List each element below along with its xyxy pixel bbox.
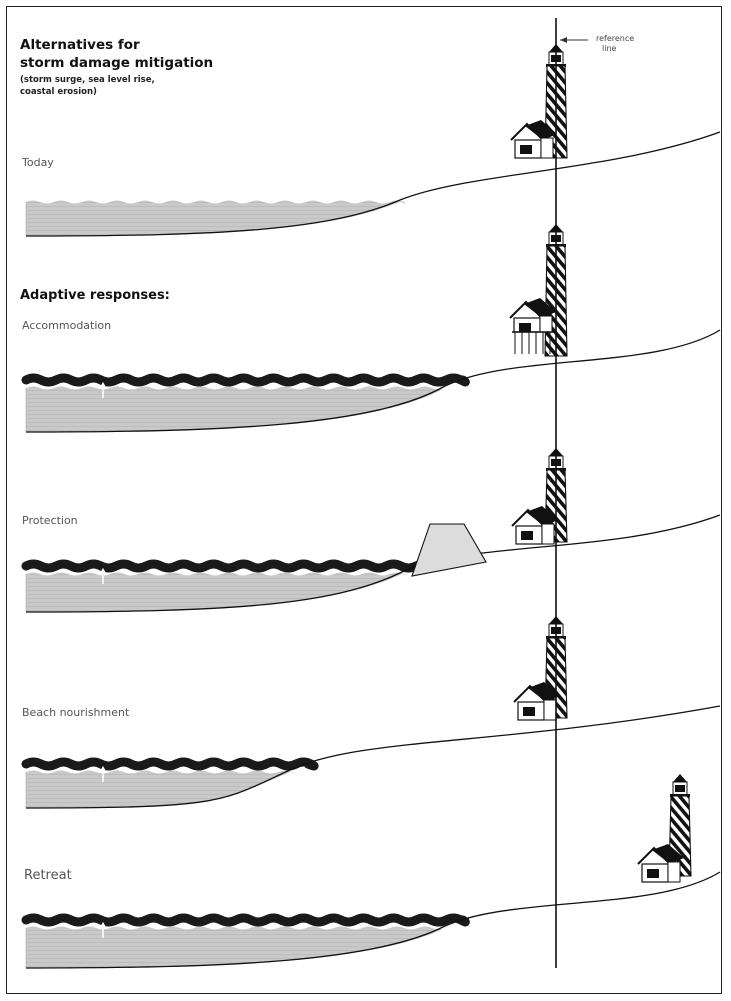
coastline: [25, 514, 721, 613]
coast-panel-4: [21, 774, 721, 969]
panel-label-retreat: Retreat: [24, 868, 72, 883]
adaptive-responses-heading: Adaptive responses:: [20, 288, 170, 303]
panel-label-accommodation: Accommodation: [22, 319, 112, 332]
subtitle-line-2: coastal erosion): [20, 87, 97, 97]
house-window: [520, 145, 532, 154]
sea-rise-arrowhead: [100, 922, 106, 927]
house-window: [519, 323, 531, 332]
house-side-wall: [539, 315, 553, 333]
house-side-wall: [540, 137, 554, 159]
coastline: [25, 131, 721, 237]
sea-water: [26, 770, 296, 808]
house-window: [523, 707, 535, 716]
sea-rise-arrowhead: [100, 568, 106, 573]
coastline: [25, 705, 721, 809]
coastline: [25, 871, 721, 969]
sea-water: [26, 926, 445, 968]
coast-panel-3: [21, 616, 721, 809]
coast-panel-2: [21, 448, 721, 613]
house-window: [521, 531, 533, 540]
title-line-2: storm damage mitigation: [20, 55, 214, 71]
house-side-wall: [541, 523, 555, 545]
reference-label-line-1: reference: [596, 34, 635, 43]
sea-rise-arrowhead: [100, 382, 106, 387]
lighthouse-light: [675, 785, 685, 792]
panel-label-today: Today: [22, 156, 54, 169]
reference-label-line-2: line: [602, 44, 617, 53]
panel-label-beach-nourishment: Beach nourishment: [22, 706, 130, 719]
sea-water: [26, 200, 407, 236]
house-roof-side: [528, 682, 560, 702]
house-side-wall: [543, 699, 557, 721]
sea-water: [26, 572, 408, 612]
panel-label-protection: Protection: [22, 514, 78, 527]
sea-water: [26, 386, 445, 432]
house-roof-side: [526, 506, 558, 526]
raised-sea-level-band: [21, 373, 470, 387]
sea-rise-arrowhead: [100, 766, 106, 771]
house-roof-side: [652, 844, 684, 864]
coast-panel-0: [25, 44, 721, 237]
reference-arrow: [560, 37, 588, 43]
raised-sea-level-band: [21, 559, 438, 573]
coast-panel-1: [21, 224, 721, 433]
raised-sea-level-band: [21, 913, 470, 927]
house-window: [647, 869, 659, 878]
house-roof-side: [525, 120, 557, 140]
title-line-1: Alternatives for: [20, 37, 140, 53]
house-roof-side: [524, 298, 556, 318]
figure-frame: [6, 6, 722, 994]
sea-wall-dike: [411, 523, 487, 577]
lighthouse-roof: [673, 774, 687, 782]
subtitle-line-1: (storm surge, sea level rise,: [20, 75, 155, 85]
raised-sea-level-band: [21, 757, 319, 771]
house-side-wall: [667, 861, 681, 883]
coastline: [25, 329, 721, 433]
